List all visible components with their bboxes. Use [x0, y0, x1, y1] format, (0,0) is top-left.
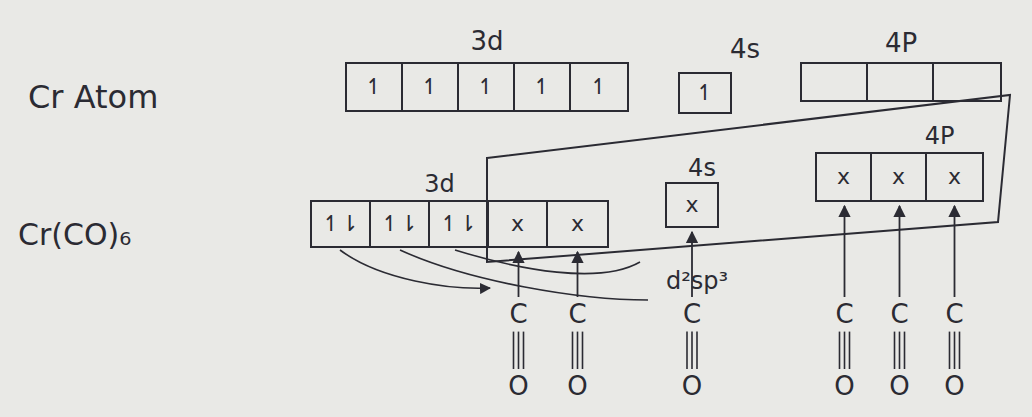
ligand-atom: O: [834, 372, 854, 401]
caption-label: d²sp³: [666, 268, 728, 294]
orbital-box: ↿: [459, 64, 515, 110]
orbital-label: 4P: [885, 28, 917, 58]
donation-arrow: [518, 252, 520, 297]
orbital-group: 4sx: [665, 182, 719, 228]
triple-bond: [954, 332, 956, 369]
triple-bond: [518, 332, 520, 369]
orbital-box: x: [817, 154, 872, 200]
orbital-box: ↿: [347, 64, 403, 110]
triple-bond: [949, 332, 951, 369]
electron-mark: x: [837, 165, 850, 189]
orbital-box: ↿: [571, 64, 627, 110]
electron-mark: ↿: [533, 75, 551, 99]
electron-mark: ↿⇂: [322, 212, 359, 236]
triple-bond: [686, 332, 688, 369]
electron-mark: x: [685, 193, 698, 217]
orbital-box: x: [489, 202, 548, 246]
donation-arrow: [844, 206, 846, 297]
orbital-box: x: [872, 154, 927, 200]
hybrid-outline: [487, 95, 1010, 262]
triple-bond: [691, 332, 693, 369]
orbital-label: 4P: [925, 122, 955, 150]
triple-bond: [582, 332, 584, 369]
orbital-box: ↿: [680, 74, 730, 112]
orbital-group: 3d↿⇂↿⇂↿⇂xx: [310, 200, 609, 248]
triple-bond: [904, 332, 906, 369]
orbital-group: 4Pxxx: [815, 152, 984, 202]
ligand-atom: O: [944, 372, 964, 401]
orbital-label: 4s: [730, 34, 760, 64]
empty-orbital: [802, 64, 868, 100]
electron-mark: x: [892, 165, 905, 189]
electron-mark: x: [571, 212, 584, 236]
ligand-atom: C: [509, 300, 527, 329]
empty-orbital: [868, 64, 934, 100]
triple-bond: [894, 332, 896, 369]
triple-bond: [572, 332, 574, 369]
orbital-box: x: [548, 202, 607, 246]
electron-mark: x: [511, 212, 524, 236]
orbital-group: 4P: [800, 62, 1002, 102]
electron-mark: ↿: [421, 75, 439, 99]
empty-orbital: [934, 64, 1000, 100]
orbital-box: x: [667, 184, 717, 226]
orbital-label: 4s: [688, 154, 716, 182]
ligand-atom: O: [567, 372, 587, 401]
orbital-box: ↿⇂: [430, 202, 489, 246]
caption-label: Cr(CO)₆: [18, 218, 131, 251]
electron-mark: ↿: [477, 75, 495, 99]
orbital-label: 3d: [470, 26, 503, 56]
orbital-box: ↿: [515, 64, 571, 110]
ligand-atom: C: [945, 300, 963, 329]
electron-mark: ↿⇂: [381, 212, 418, 236]
triple-bond: [899, 332, 901, 369]
electron-mark: ↿⇂: [440, 212, 477, 236]
caption-label: Cr Atom: [28, 80, 158, 115]
pairing-stroke: [400, 250, 648, 300]
orbital-label: 3d: [424, 170, 455, 198]
triple-bond: [839, 332, 841, 369]
ligand-atom: O: [889, 372, 909, 401]
electron-mark: ↿: [696, 81, 714, 105]
ligand-atom: C: [683, 300, 701, 329]
orbital-group: 3d↿↿↿↿↿: [345, 62, 629, 112]
orbital-box: ↿⇂: [312, 202, 371, 246]
triple-bond: [849, 332, 851, 369]
triple-bond: [523, 332, 525, 369]
donation-arrow: [954, 206, 956, 297]
ligand-atom: C: [835, 300, 853, 329]
ligand-atom: C: [568, 300, 586, 329]
orbital-box: x: [927, 154, 982, 200]
triple-bond: [577, 332, 579, 369]
triple-bond: [959, 332, 961, 369]
triple-bond: [513, 332, 515, 369]
donation-arrow: [577, 252, 579, 297]
pairing-stroke: [455, 250, 640, 274]
electron-mark: ↿: [365, 75, 383, 99]
triple-bond: [844, 332, 846, 369]
orbital-group: 4s↿: [678, 72, 732, 114]
orbital-box: ↿⇂: [371, 202, 430, 246]
electron-mark: x: [948, 165, 961, 189]
ligand-atom: O: [682, 372, 702, 401]
electron-mark: ↿: [590, 75, 608, 99]
donation-arrow: [899, 206, 901, 297]
ligand-atom: O: [508, 372, 528, 401]
orbital-box: ↿: [403, 64, 459, 110]
ligand-atom: C: [890, 300, 908, 329]
triple-bond: [696, 332, 698, 369]
